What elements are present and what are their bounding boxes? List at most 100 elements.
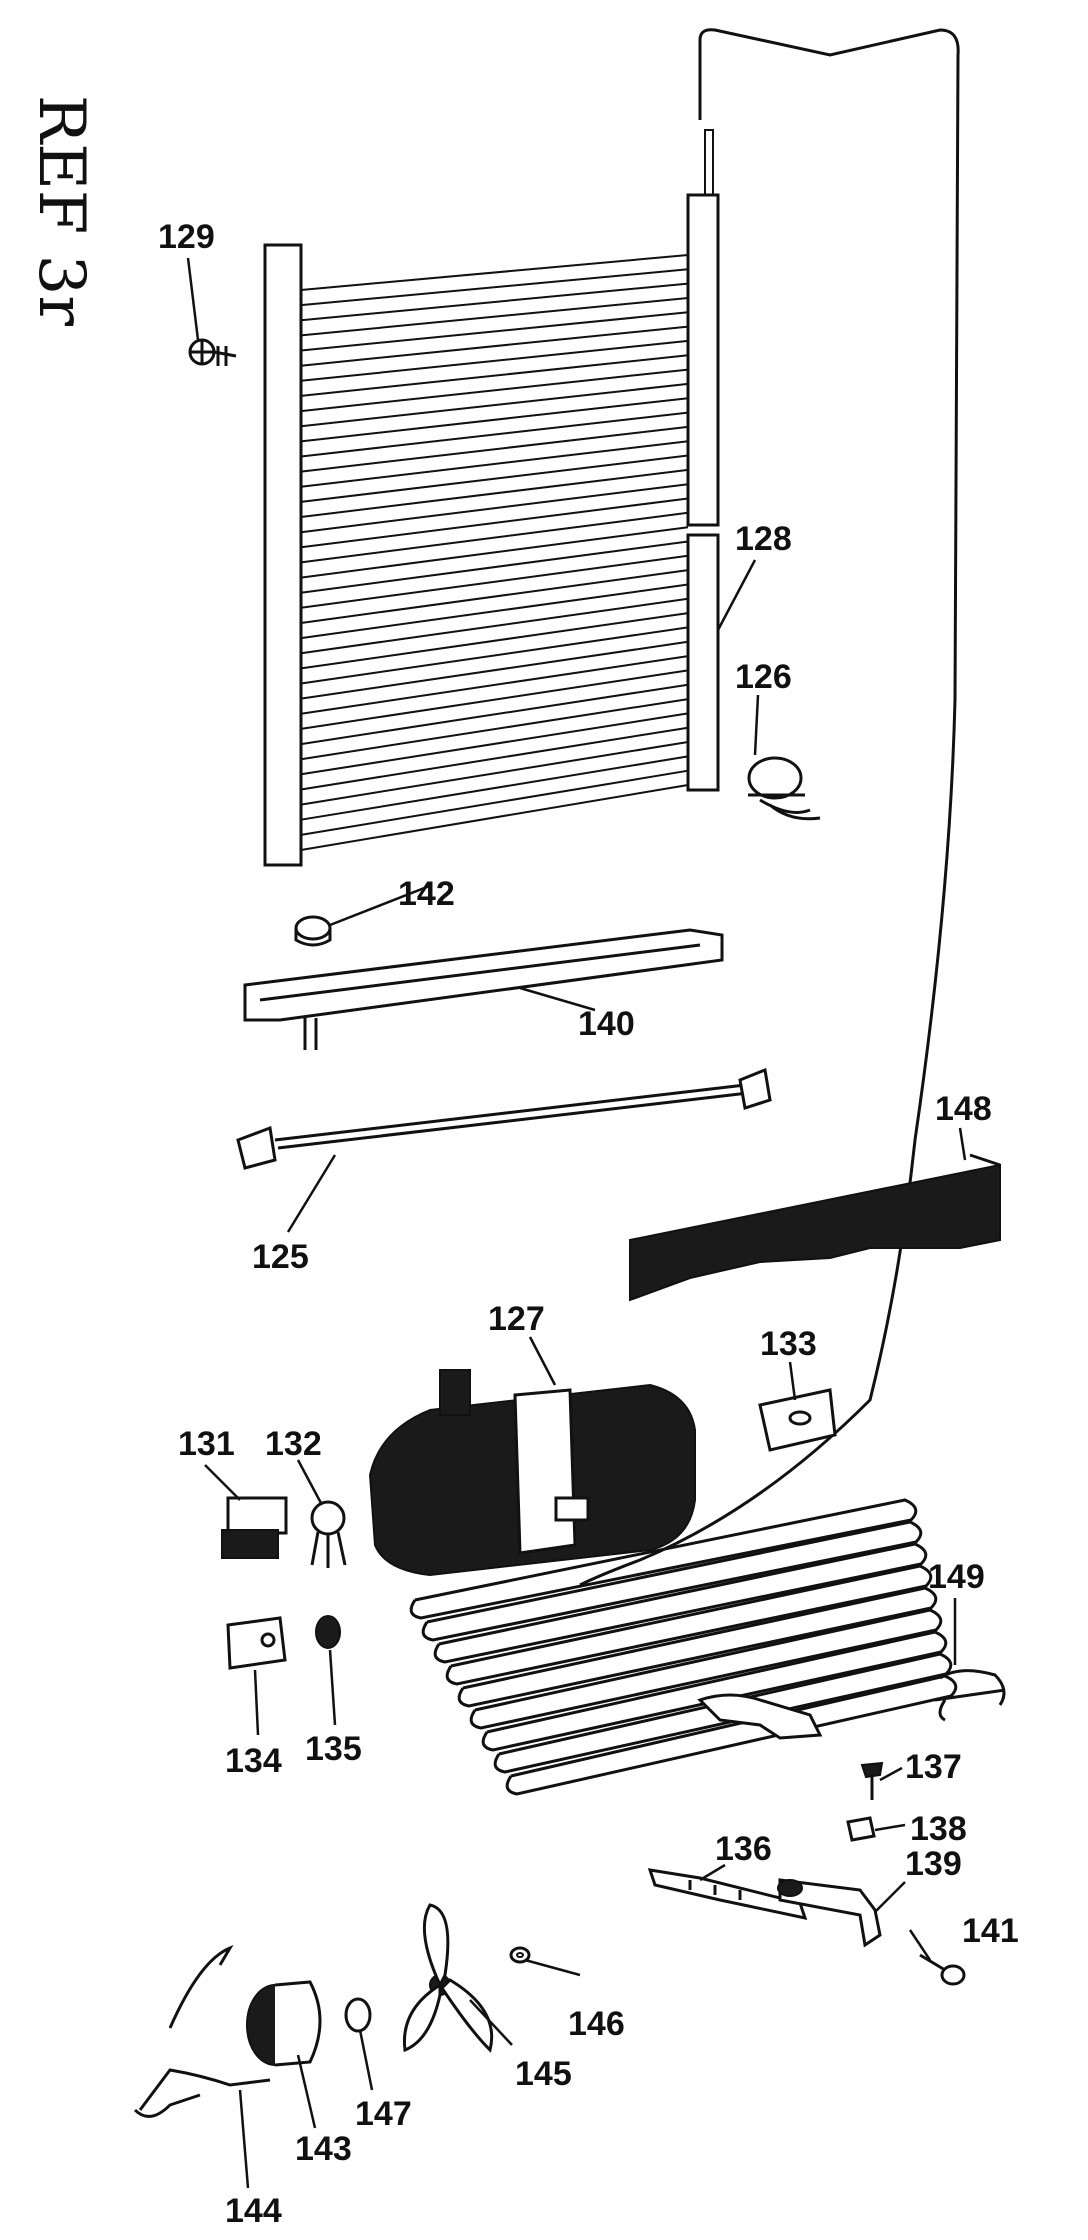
fan-bracket-144 — [133, 1944, 271, 2118]
evaporator-rung — [300, 597, 689, 655]
callout-134: 134 — [225, 1742, 282, 1780]
bracket-133 — [758, 1388, 837, 1452]
callout-148: 148 — [935, 1090, 992, 1128]
strap-136 — [647, 1868, 808, 1921]
condenser-coil — [445, 1564, 933, 1686]
callout-149: 149 — [928, 1558, 985, 1596]
callout-138: 138 — [910, 1810, 967, 1848]
callout-140: 141 — [962, 1912, 1019, 1950]
bolt-140 — [919, 1953, 966, 1986]
grommet-135 — [315, 1615, 341, 1649]
callout-128: 128 — [735, 520, 792, 558]
evaporator-rung — [300, 755, 689, 821]
thermostat-126 — [747, 756, 821, 821]
condenser-coil — [433, 1542, 928, 1664]
evaporator-rung — [300, 554, 689, 609]
bracket-139 — [777, 1878, 882, 1948]
washer-147 — [344, 1997, 372, 2033]
evaporator-rung — [300, 397, 689, 443]
knob-142 — [294, 915, 332, 947]
callout-146: 146 — [568, 2005, 625, 2043]
callout-144: 144 — [225, 2192, 282, 2230]
evaporator-rung — [300, 440, 689, 488]
nut-138 — [846, 1816, 876, 1842]
evaporator-rung — [300, 655, 689, 715]
drain-trough-141 — [243, 928, 724, 1050]
callout-131: 131 — [178, 1425, 235, 1463]
compressor-base-plate — [697, 1693, 823, 1740]
evaporator-rung — [300, 325, 689, 367]
evaporator-rung — [300, 483, 689, 534]
evaporator-rung — [300, 368, 689, 413]
evaporator-rung — [300, 468, 689, 518]
evaporator-rung — [300, 282, 689, 322]
baffle-148 — [629, 1153, 1001, 1302]
callout-143: 143 — [295, 2130, 352, 2168]
callout-135: 135 — [305, 1730, 362, 1768]
condenser-coil — [505, 1674, 958, 1796]
overload-132 — [310, 1500, 347, 1568]
callout-137: 137 — [905, 1748, 962, 1786]
callout-139: 139 — [905, 1845, 962, 1883]
callout-125: 125 — [252, 1238, 309, 1276]
evaporator-rungs — [300, 254, 689, 851]
evaporator-rung — [300, 612, 689, 670]
evaporator-rung — [300, 254, 689, 291]
callout-145: 145 — [515, 2055, 572, 2093]
evaporator-rung — [300, 311, 689, 352]
evaporator-rung — [300, 382, 689, 428]
handwritten-ref-note: REF 3r — [24, 95, 98, 326]
evaporator-rung — [300, 297, 689, 337]
callout-136: 136 — [715, 1830, 772, 1868]
condenser-coil — [421, 1520, 923, 1642]
condenser-coil — [469, 1608, 943, 1730]
evaporator-rung — [300, 669, 689, 730]
evaporator-rung — [300, 268, 689, 307]
screw-129 — [188, 338, 237, 366]
relay-131 — [221, 1496, 288, 1559]
callout-141: 140 — [578, 1005, 635, 1043]
evaporator-rung — [300, 511, 689, 564]
leader-lines — [186, 257, 967, 2189]
evaporator-rung — [300, 769, 689, 836]
callout-127: 127 — [488, 1300, 545, 1338]
callout-133: 133 — [760, 1325, 817, 1363]
evaporator-rung — [300, 569, 689, 624]
screw-137 — [860, 1761, 884, 1800]
evaporator-rung — [300, 425, 689, 473]
callout-147: 147 — [355, 2095, 412, 2133]
hook-149 — [934, 1669, 1006, 1722]
evaporator-rung — [300, 683, 689, 746]
condenser-coil — [481, 1630, 948, 1752]
compressor-127 — [368, 1369, 696, 1577]
evaporator-rung — [300, 784, 689, 851]
fan-motor-143 — [246, 1980, 322, 2067]
heater-125 — [236, 1067, 772, 1170]
fan-blade-145 — [402, 1903, 494, 2053]
evaporator-rung — [300, 339, 689, 382]
evaporator-rung — [300, 454, 689, 503]
evaporator-rung — [300, 354, 689, 397]
callout-129: 129 — [158, 218, 215, 256]
callout-142: 142 — [398, 875, 455, 913]
bracket-134 — [226, 1616, 287, 1670]
clip-146 — [509, 1946, 531, 1964]
callout-126: 126 — [735, 658, 792, 696]
evaporator-rung — [300, 726, 689, 791]
condenser-coil — [457, 1586, 938, 1708]
evaporator-rung — [300, 640, 689, 700]
evaporator-rung — [300, 741, 689, 806]
capillary-tube — [579, 28, 960, 1587]
callout-labels: 129 128 126 142 140 125 148 127 133 131 … — [158, 218, 1019, 2230]
evaporator-128 — [263, 129, 720, 867]
evaporator-rung — [300, 526, 689, 579]
evaporator-rung — [300, 583, 689, 640]
condenser-coil — [409, 1498, 918, 1620]
callout-132: 132 — [265, 1425, 322, 1463]
evaporator-rung — [300, 411, 689, 458]
evaporator-rung — [300, 698, 689, 761]
evaporator-rung — [300, 712, 689, 776]
evaporator-rung — [300, 497, 689, 549]
evaporator-rung — [300, 540, 689, 594]
